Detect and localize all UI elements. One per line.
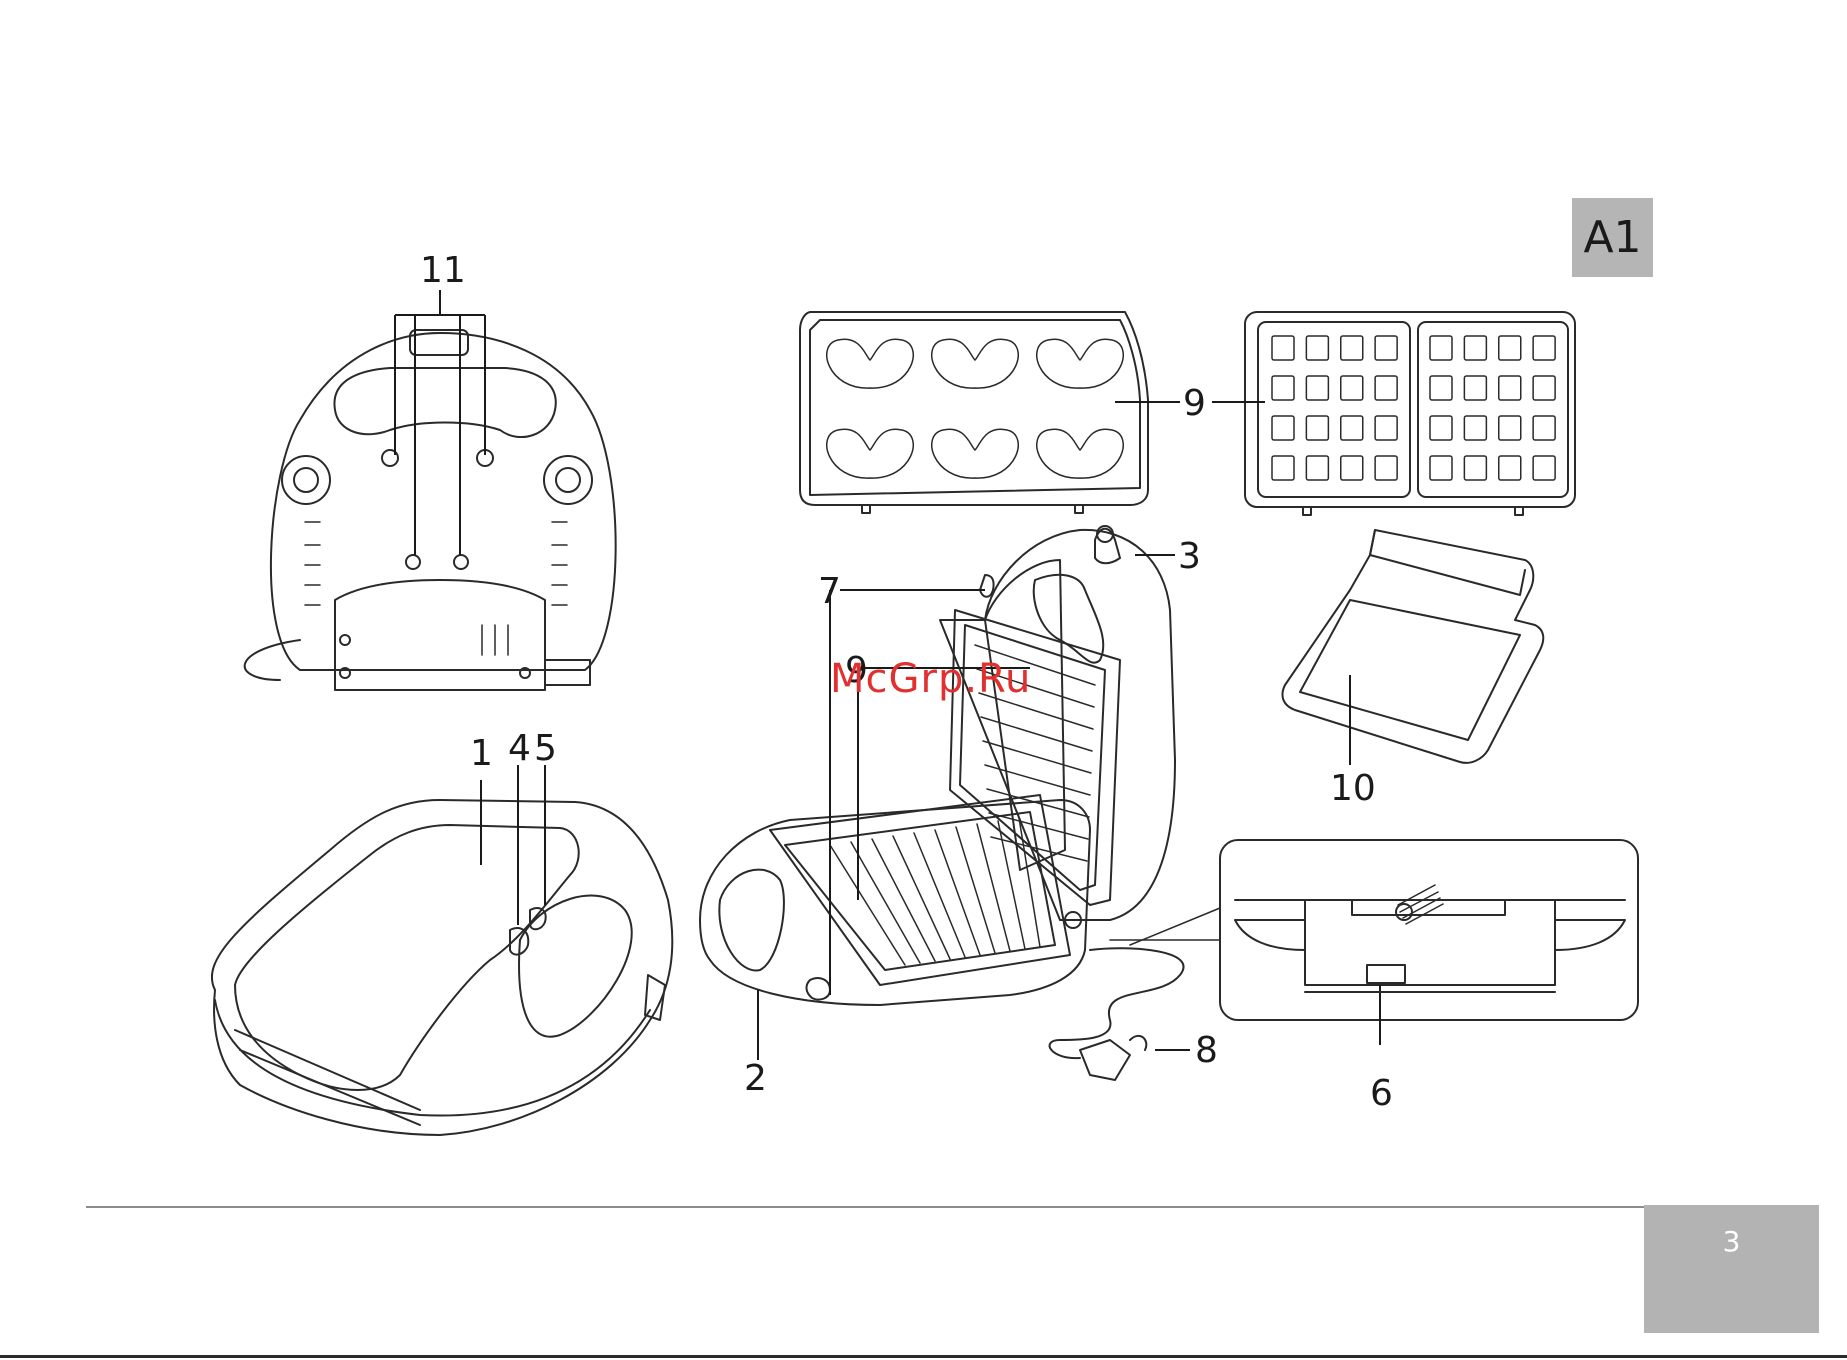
open-grill-illustration [700,526,1190,1080]
bottom-view-illustration [245,290,616,690]
closed-appliance-illustration [212,765,672,1135]
callout-8: 8 [1195,1030,1218,1071]
callout-11: 11 [420,250,466,291]
callout-10: 10 [1330,768,1376,809]
pretzel-plate-illustration [800,312,1180,513]
watermark-text: McGrp.Ru [830,656,1031,702]
callout-4: 4 [508,728,531,769]
sandwich-plate-illustration [1282,530,1543,765]
switch-detail-inset [1110,840,1638,1045]
callout-1: 1 [470,733,493,774]
waffle-plate-illustration [1212,312,1575,515]
callout-7: 7 [818,571,841,612]
callout-9-plates: 9 [1183,383,1206,424]
callout-6: 6 [1370,1073,1393,1114]
callout-5: 5 [534,728,557,769]
callout-3: 3 [1178,536,1201,577]
callout-2: 2 [744,1058,767,1099]
